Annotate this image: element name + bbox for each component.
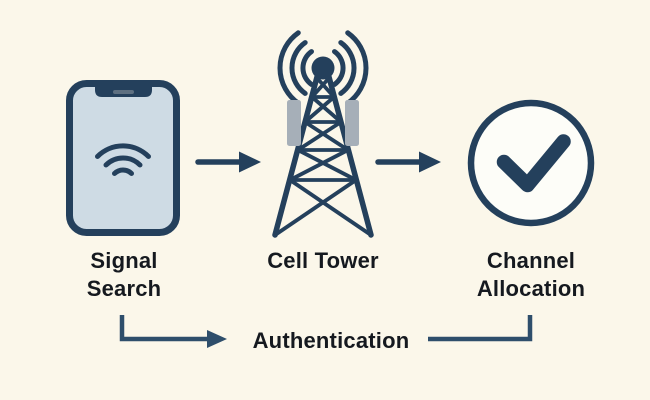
checkmark-icon (496, 134, 571, 193)
step-label-channel-allocation: Channel Allocation (476, 248, 586, 302)
antenna-ball (311, 56, 335, 80)
tower-legs (272, 74, 374, 238)
arrow-right-icon (375, 151, 441, 173)
check-circle-icon (467, 99, 595, 227)
smartphone-wifi-icon (66, 80, 180, 236)
radio-waves-icon (277, 30, 369, 106)
step-label-cell-tower: Cell Tower (267, 248, 379, 273)
flow-label-authentication: Authentication (252, 328, 410, 353)
elbow-arrow-connector (119, 315, 227, 348)
cell-tower-icon (272, 30, 374, 238)
arrow-right-icon (195, 151, 261, 173)
antenna-panel-left (287, 100, 301, 146)
step-label-signal-search: Signal Search (86, 248, 162, 302)
wifi-icon (95, 143, 151, 176)
elbow-line-connector (428, 315, 533, 342)
antenna-panel-right (345, 100, 359, 146)
arrowhead-icon (207, 330, 227, 348)
phone-speaker (113, 90, 134, 94)
tower-lattice (273, 76, 373, 237)
